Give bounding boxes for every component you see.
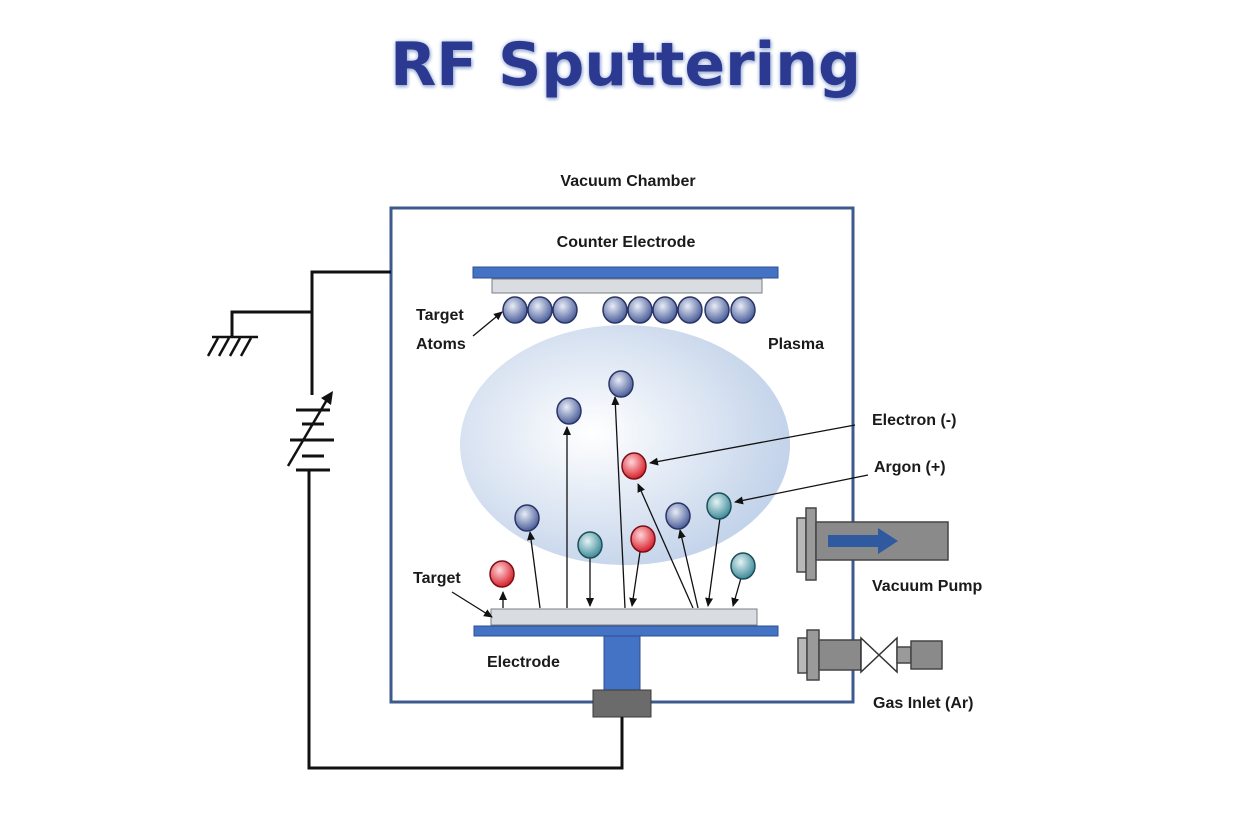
argon-callout-arrow <box>734 474 869 505</box>
circuit-wire-bottom <box>307 470 624 770</box>
label-vacuum-pump: Vacuum Pump <box>872 578 982 595</box>
label-vacuum-chamber: Vacuum Chamber <box>560 173 695 190</box>
argon-ion <box>577 531 603 559</box>
sputtered-atom <box>665 502 691 530</box>
vacuum-pump <box>796 507 949 581</box>
trajectory-arrow <box>705 517 721 607</box>
target-atoms-row <box>502 296 756 324</box>
trajectory-arrow <box>637 483 694 609</box>
label-argon: Argon (+) <box>874 459 946 476</box>
argon-ion <box>730 552 756 580</box>
target-atom <box>602 296 628 324</box>
sputtered-atom <box>556 397 582 425</box>
electron-particle <box>489 560 515 588</box>
arrow-right-icon <box>828 528 898 554</box>
target-callout-arrow <box>451 591 493 618</box>
sputtered-atom <box>608 370 634 398</box>
electrode-stem <box>603 635 641 691</box>
target-atom <box>552 296 578 324</box>
electron-particle <box>630 525 656 553</box>
trajectory-arrow <box>731 577 742 607</box>
variable-rf-supply-icon <box>286 391 334 472</box>
ground-wire <box>230 310 312 336</box>
valve-icon <box>860 636 898 674</box>
label-electron: Electron (-) <box>872 412 956 429</box>
page-title: RF Sputtering <box>390 30 861 100</box>
label-target: Target <box>413 570 461 587</box>
label-counter-electrode: Counter Electrode <box>557 234 696 251</box>
target-atom <box>502 296 528 324</box>
counter-electrode <box>472 266 779 279</box>
label-gas-inlet: Gas Inlet (Ar) <box>873 695 973 712</box>
callout-arrows <box>451 311 869 618</box>
label-plasma: Plasma <box>768 336 824 353</box>
target-atom <box>527 296 553 324</box>
label-target-atoms-line1: Target <box>416 307 464 324</box>
particle-trajectories <box>499 396 742 609</box>
electrode-feedthrough <box>592 689 652 718</box>
electron-particle <box>621 452 647 480</box>
trajectory-arrow <box>527 531 541 609</box>
trajectory-arrow <box>611 396 626 609</box>
target-plate <box>490 608 758 626</box>
external-circuit <box>230 270 624 770</box>
argon-ion <box>706 492 732 520</box>
target-atom <box>652 296 678 324</box>
target-atom <box>704 296 730 324</box>
trajectory-arrow <box>629 551 641 607</box>
target-atom <box>627 296 653 324</box>
target-atom <box>730 296 756 324</box>
circuit-wire-top <box>310 270 391 395</box>
counter-target-plate <box>491 278 763 294</box>
gas-inlet <box>797 629 943 681</box>
label-target-atoms-line2: Atoms <box>416 336 466 353</box>
bottom-electrode <box>473 625 779 637</box>
plasma-cloud <box>460 325 790 565</box>
target-atom <box>677 296 703 324</box>
trajectory-arrow <box>677 529 699 609</box>
electron-callout-arrow <box>649 424 856 466</box>
sputtered-atom <box>514 504 540 532</box>
target-atoms-callout-arrow <box>472 311 503 337</box>
label-electrode: Electrode <box>487 654 560 671</box>
particles <box>489 370 756 588</box>
ground-symbol-icon <box>206 335 258 357</box>
